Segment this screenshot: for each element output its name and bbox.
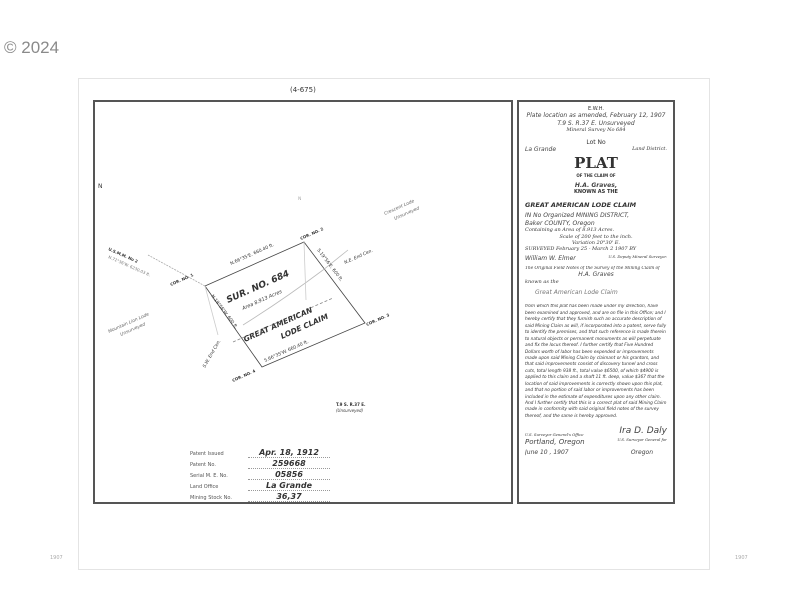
land-district-label: Land District. — [632, 146, 667, 152]
claim-name: GREAT AMERICAN LODE CLAIM — [525, 201, 637, 210]
known-as-label: KNOWN AS THE — [574, 189, 618, 195]
south-bearing: S.66°35'W. 660.40 ft. — [263, 339, 309, 364]
approval-date: June 10 , 1907 — [525, 449, 569, 457]
area: Containing an Area of 8.913 Acres. — [525, 227, 615, 234]
known-as-label-2: known as the — [525, 278, 559, 285]
center-line — [232, 297, 334, 343]
survey-dates: SURVEYED February 25 - March 2 1907 BY — [525, 246, 637, 253]
plat-drawing: N N N.66°35'E. 660.40 ft. S.66°35'W. 660… — [98, 183, 421, 413]
field-notes-label: The Original Field Notes of the Survey o… — [525, 265, 660, 271]
surveyor-general-title: U.S. Surveyor General for — [617, 437, 667, 442]
office-city: Portland, Oregon — [525, 437, 585, 446]
patent-info-row: Serial M. E. No.05856 — [190, 470, 330, 481]
variation: Variation 20°30' E. — [572, 239, 620, 246]
margin-label: N — [98, 183, 103, 190]
field-notes-claim: Great American Lode Claim — [535, 288, 618, 296]
surveyor-name: William W. Elmer — [525, 255, 576, 263]
patent-info-row: Patent No.259668 — [190, 459, 330, 470]
east-bearing: S.19°56'E. 600 ft. — [315, 248, 344, 283]
scale: Scale of 200 feet to the inch. — [559, 233, 633, 240]
corner-1-label: COR. NO. 1 — [169, 272, 194, 287]
plat-map: N N N.66°35'E. 660.40 ft. S.66°35'W. 660… — [93, 100, 513, 504]
corner-4-label: COR. NO. 4 — [231, 368, 256, 383]
claim-boundary — [204, 241, 366, 368]
title-panel: E.W.H. Plate location as amended, Februa… — [517, 100, 675, 504]
corner-2-label: COR. NO. 2 — [299, 226, 324, 241]
patent-info-row: Mining Stock No.36,37 — [190, 492, 330, 503]
margin-label: N — [298, 196, 301, 202]
surveyor-title: U.S. Deputy Mineral Surveyor. — [608, 255, 667, 260]
ne-end-center: N.E. End Cen. — [343, 248, 373, 266]
county: Baker COUNTY, Oregon — [525, 219, 595, 227]
copyright-watermark: © 2024 — [4, 38, 60, 57]
amended-note: Plate location as amended, February 12, … — [526, 112, 666, 120]
sw-end-center: S.W. End Cen. — [202, 339, 223, 369]
reference-number: (4-675) — [290, 86, 316, 94]
office-label: U.S. Surveyor General's Office — [525, 431, 584, 437]
mineral-survey-number: Mineral Survey No 684 — [566, 127, 626, 134]
of-claim-label: OF THE CLAIM OF — [576, 172, 616, 178]
township-note: T.9 S. R.37 E. Unsurveyed — [557, 119, 635, 127]
claimant-name: H.A. Graves, — [574, 181, 618, 189]
township-status: (Unsurveyed) — [336, 408, 363, 413]
signature: Ira D. Daly — [619, 426, 667, 437]
township-label: T.9 S. R.37 E. — [336, 402, 366, 407]
mining-district: IN No Organized MINING DISTRICT, — [525, 212, 630, 220]
plat-title: PLAT — [574, 155, 618, 171]
state: Oregon — [630, 449, 653, 457]
corner-3-label: COR. NO. 3 — [365, 312, 390, 327]
north-bearing: N.66°35'E. 660.40 ft. — [229, 242, 275, 267]
lot-number: Lot No — [586, 138, 606, 146]
margin-note-left: 1907 — [50, 555, 63, 561]
overlap-line — [204, 285, 219, 336]
overlap-line-2 — [303, 241, 307, 301]
land-district-name: La Grande — [525, 146, 557, 153]
vein-line — [242, 249, 349, 326]
sheet-border — [78, 78, 710, 570]
margin-note-right: 1907 — [735, 555, 748, 561]
initials: E.W.H. — [588, 106, 604, 112]
tie-line — [147, 254, 206, 287]
field-notes-claimant: H.A. Graves — [578, 271, 614, 279]
certification-text: from which this plat has been made under… — [525, 304, 667, 419]
